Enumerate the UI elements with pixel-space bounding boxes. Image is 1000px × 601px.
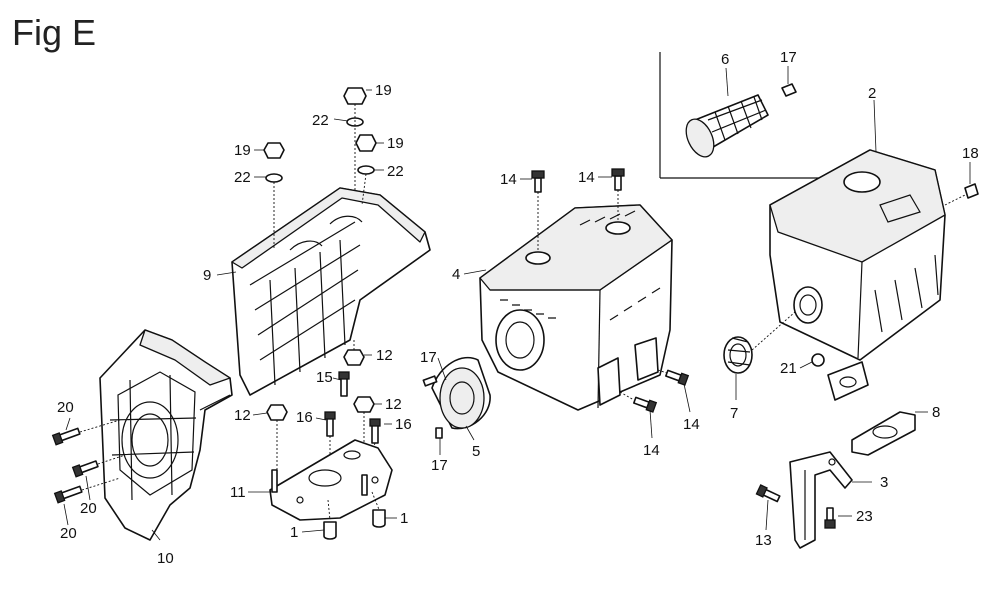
callout-12: 12 <box>376 347 393 364</box>
callout-22: 22 <box>387 163 404 180</box>
part-4-muffler-body <box>479 204 673 411</box>
callout-12: 12 <box>385 396 402 413</box>
callout-21: 21 <box>780 360 797 377</box>
callout-19: 19 <box>234 142 251 159</box>
callout-12: 12 <box>234 407 251 424</box>
part-9-heat-shield <box>231 187 431 396</box>
callout-22: 22 <box>312 112 329 129</box>
callout-16: 16 <box>395 416 412 433</box>
part-2-muffler-protector <box>769 149 979 401</box>
part-20-bolts <box>51 419 126 504</box>
callout-14: 14 <box>683 416 700 433</box>
callout-14: 14 <box>500 171 517 188</box>
callout-labels: 19 22 19 22 19 22 9 12 15 12 12 16 16 11… <box>57 49 979 567</box>
part-5-end-cap <box>422 356 491 439</box>
part-7-grommet <box>723 311 796 374</box>
callout-17: 17 <box>780 49 797 66</box>
callout-7: 7 <box>730 405 738 422</box>
callout-17: 17 <box>431 457 448 474</box>
part-10-spacer-block <box>99 329 233 541</box>
callout-14: 14 <box>643 442 660 459</box>
callout-6: 6 <box>721 51 729 68</box>
callout-3: 3 <box>880 474 888 491</box>
callout-9: 9 <box>203 267 211 284</box>
leader-lines <box>63 66 971 541</box>
part-19-22-nut-stack-top <box>343 87 377 206</box>
callout-20: 20 <box>80 500 97 517</box>
callout-20: 20 <box>60 525 77 542</box>
part-8-gasket <box>851 411 916 456</box>
callout-11: 11 <box>230 484 246 501</box>
callout-15: 15 <box>316 369 333 386</box>
callout-19: 19 <box>387 135 404 152</box>
callout-19: 19 <box>375 82 392 99</box>
callout-17: 17 <box>420 349 437 366</box>
callout-13: 13 <box>755 532 772 549</box>
callout-2: 2 <box>868 85 876 102</box>
callout-1: 1 <box>290 524 298 541</box>
callout-16: 16 <box>296 409 313 426</box>
part-1-studs <box>323 509 386 540</box>
callout-10: 10 <box>157 550 174 567</box>
figure-title: Fig E <box>12 12 97 53</box>
callout-1: 1 <box>400 510 408 527</box>
callout-22: 22 <box>234 169 251 186</box>
callout-20: 20 <box>57 399 74 416</box>
part-6-spark-arrester <box>659 52 845 179</box>
part-3-bracket <box>755 451 853 549</box>
callout-8: 8 <box>932 404 940 421</box>
part-12-nuts <box>266 340 375 480</box>
callout-14: 14 <box>578 169 595 186</box>
part-14-screws <box>531 168 690 413</box>
part-11-base-plate <box>269 439 393 521</box>
callout-4: 4 <box>452 266 460 283</box>
callout-18: 18 <box>962 145 979 162</box>
callout-5: 5 <box>472 443 480 460</box>
part-19-22-nut-stack-left <box>263 142 285 250</box>
callout-23: 23 <box>856 508 873 525</box>
